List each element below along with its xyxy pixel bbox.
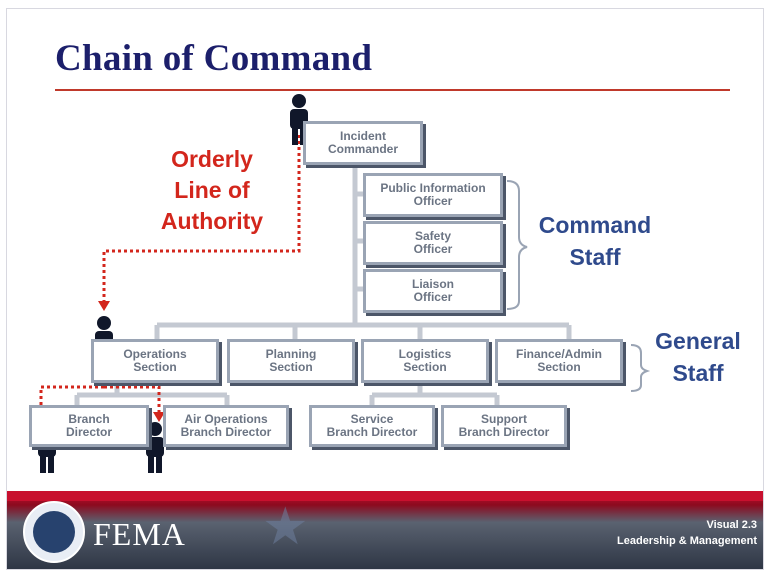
- service-branch-director-box: Service Branch Director: [309, 405, 435, 447]
- general-staff-label: General Staff: [655, 328, 741, 386]
- service-branch-label: Service Branch Director: [326, 412, 418, 439]
- slide: Chain of Command: [6, 8, 764, 570]
- footer-banner: ★ FEMA Visual 2.3 Leadership & Managemen…: [7, 491, 763, 569]
- visual-info: Visual 2.3 Leadership & Management: [617, 519, 757, 547]
- slide-title: Chain of Command: [55, 38, 373, 79]
- authority-label: Orderly Line of Authority: [160, 146, 264, 234]
- finance-admin-section-box: Finance/Admin Section: [495, 339, 623, 383]
- logistics-section-box: Logistics Section: [361, 339, 489, 383]
- star-icon: ★: [262, 498, 309, 556]
- safety-officer-box: Safety Officer: [363, 221, 503, 265]
- branch-director-label: Branch Director: [65, 412, 112, 439]
- command-staff-bracket: [506, 180, 528, 310]
- arrowhead-operations: [98, 301, 110, 311]
- public-information-officer-box: Public Information Officer: [363, 173, 503, 217]
- general-staff-bracket: [630, 344, 651, 392]
- air-ops-label: Air Operations Branch Director: [180, 412, 272, 439]
- logistics-label: Logistics Section: [398, 347, 452, 374]
- operations-label: Operations Section: [123, 347, 187, 374]
- title-underline: [55, 89, 730, 91]
- command-staff-label: Command Staff: [538, 212, 652, 270]
- liaison-officer-box: Liaison Officer: [363, 269, 503, 313]
- support-branch-label: Support Branch Director: [458, 412, 550, 439]
- operations-section-box: Operations Section: [91, 339, 219, 383]
- dhs-seal-icon: [23, 501, 85, 563]
- incident-commander-box: Incident Commander: [303, 121, 423, 165]
- planning-section-box: Planning Section: [227, 339, 355, 383]
- air-operations-branch-director-box: Air Operations Branch Director: [163, 405, 289, 447]
- branch-director-box: Branch Director: [29, 405, 149, 447]
- arrowhead-air-ops: [153, 412, 165, 422]
- person-icon-air-ops: [146, 422, 164, 473]
- incident-commander-label: Incident Commander: [327, 129, 398, 156]
- fema-logo-text: FEMA: [93, 516, 186, 552]
- planning-label: Planning Section: [265, 347, 317, 374]
- support-branch-director-box: Support Branch Director: [441, 405, 567, 447]
- footer-red-stripe: [7, 491, 763, 501]
- pio-label: Public Information Officer: [380, 181, 486, 208]
- finance-admin-label: Finance/Admin Section: [515, 347, 602, 374]
- seal-center: [33, 511, 75, 553]
- liaison-label: Liaison Officer: [411, 277, 454, 304]
- safety-label: Safety Officer: [413, 229, 453, 256]
